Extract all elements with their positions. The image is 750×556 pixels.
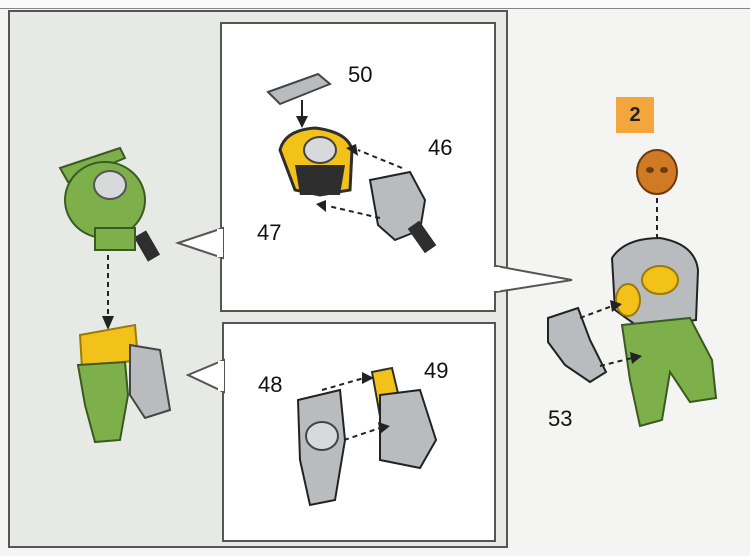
pointer-cover-right: [494, 267, 500, 291]
part-number-49: 49: [424, 358, 448, 384]
part-number-48: 48: [258, 372, 282, 398]
part-number-46: 46: [428, 135, 452, 161]
part-47-body: [280, 128, 352, 195]
part-number-53: 53: [548, 406, 572, 432]
part-48-leg: [298, 390, 345, 505]
part-53-arm: [548, 308, 606, 382]
pointer-cover-lower: [218, 361, 224, 391]
part-46-arm: [370, 172, 436, 253]
step-number-badge: 2: [616, 97, 654, 133]
assembled-figure: [612, 238, 716, 426]
green-shoulder-part: [60, 148, 160, 262]
callout-pointer-right: [496, 266, 572, 292]
part-number-47: 47: [257, 220, 281, 246]
head-part: [637, 150, 677, 194]
pointer-cover-upper: [217, 229, 223, 257]
green-torso-part: [78, 325, 170, 442]
callout-pointer-upper: [178, 228, 223, 258]
arrow-head-down: [102, 316, 114, 330]
part-50-plate: [268, 74, 330, 104]
part-number-50: 50: [348, 62, 372, 88]
